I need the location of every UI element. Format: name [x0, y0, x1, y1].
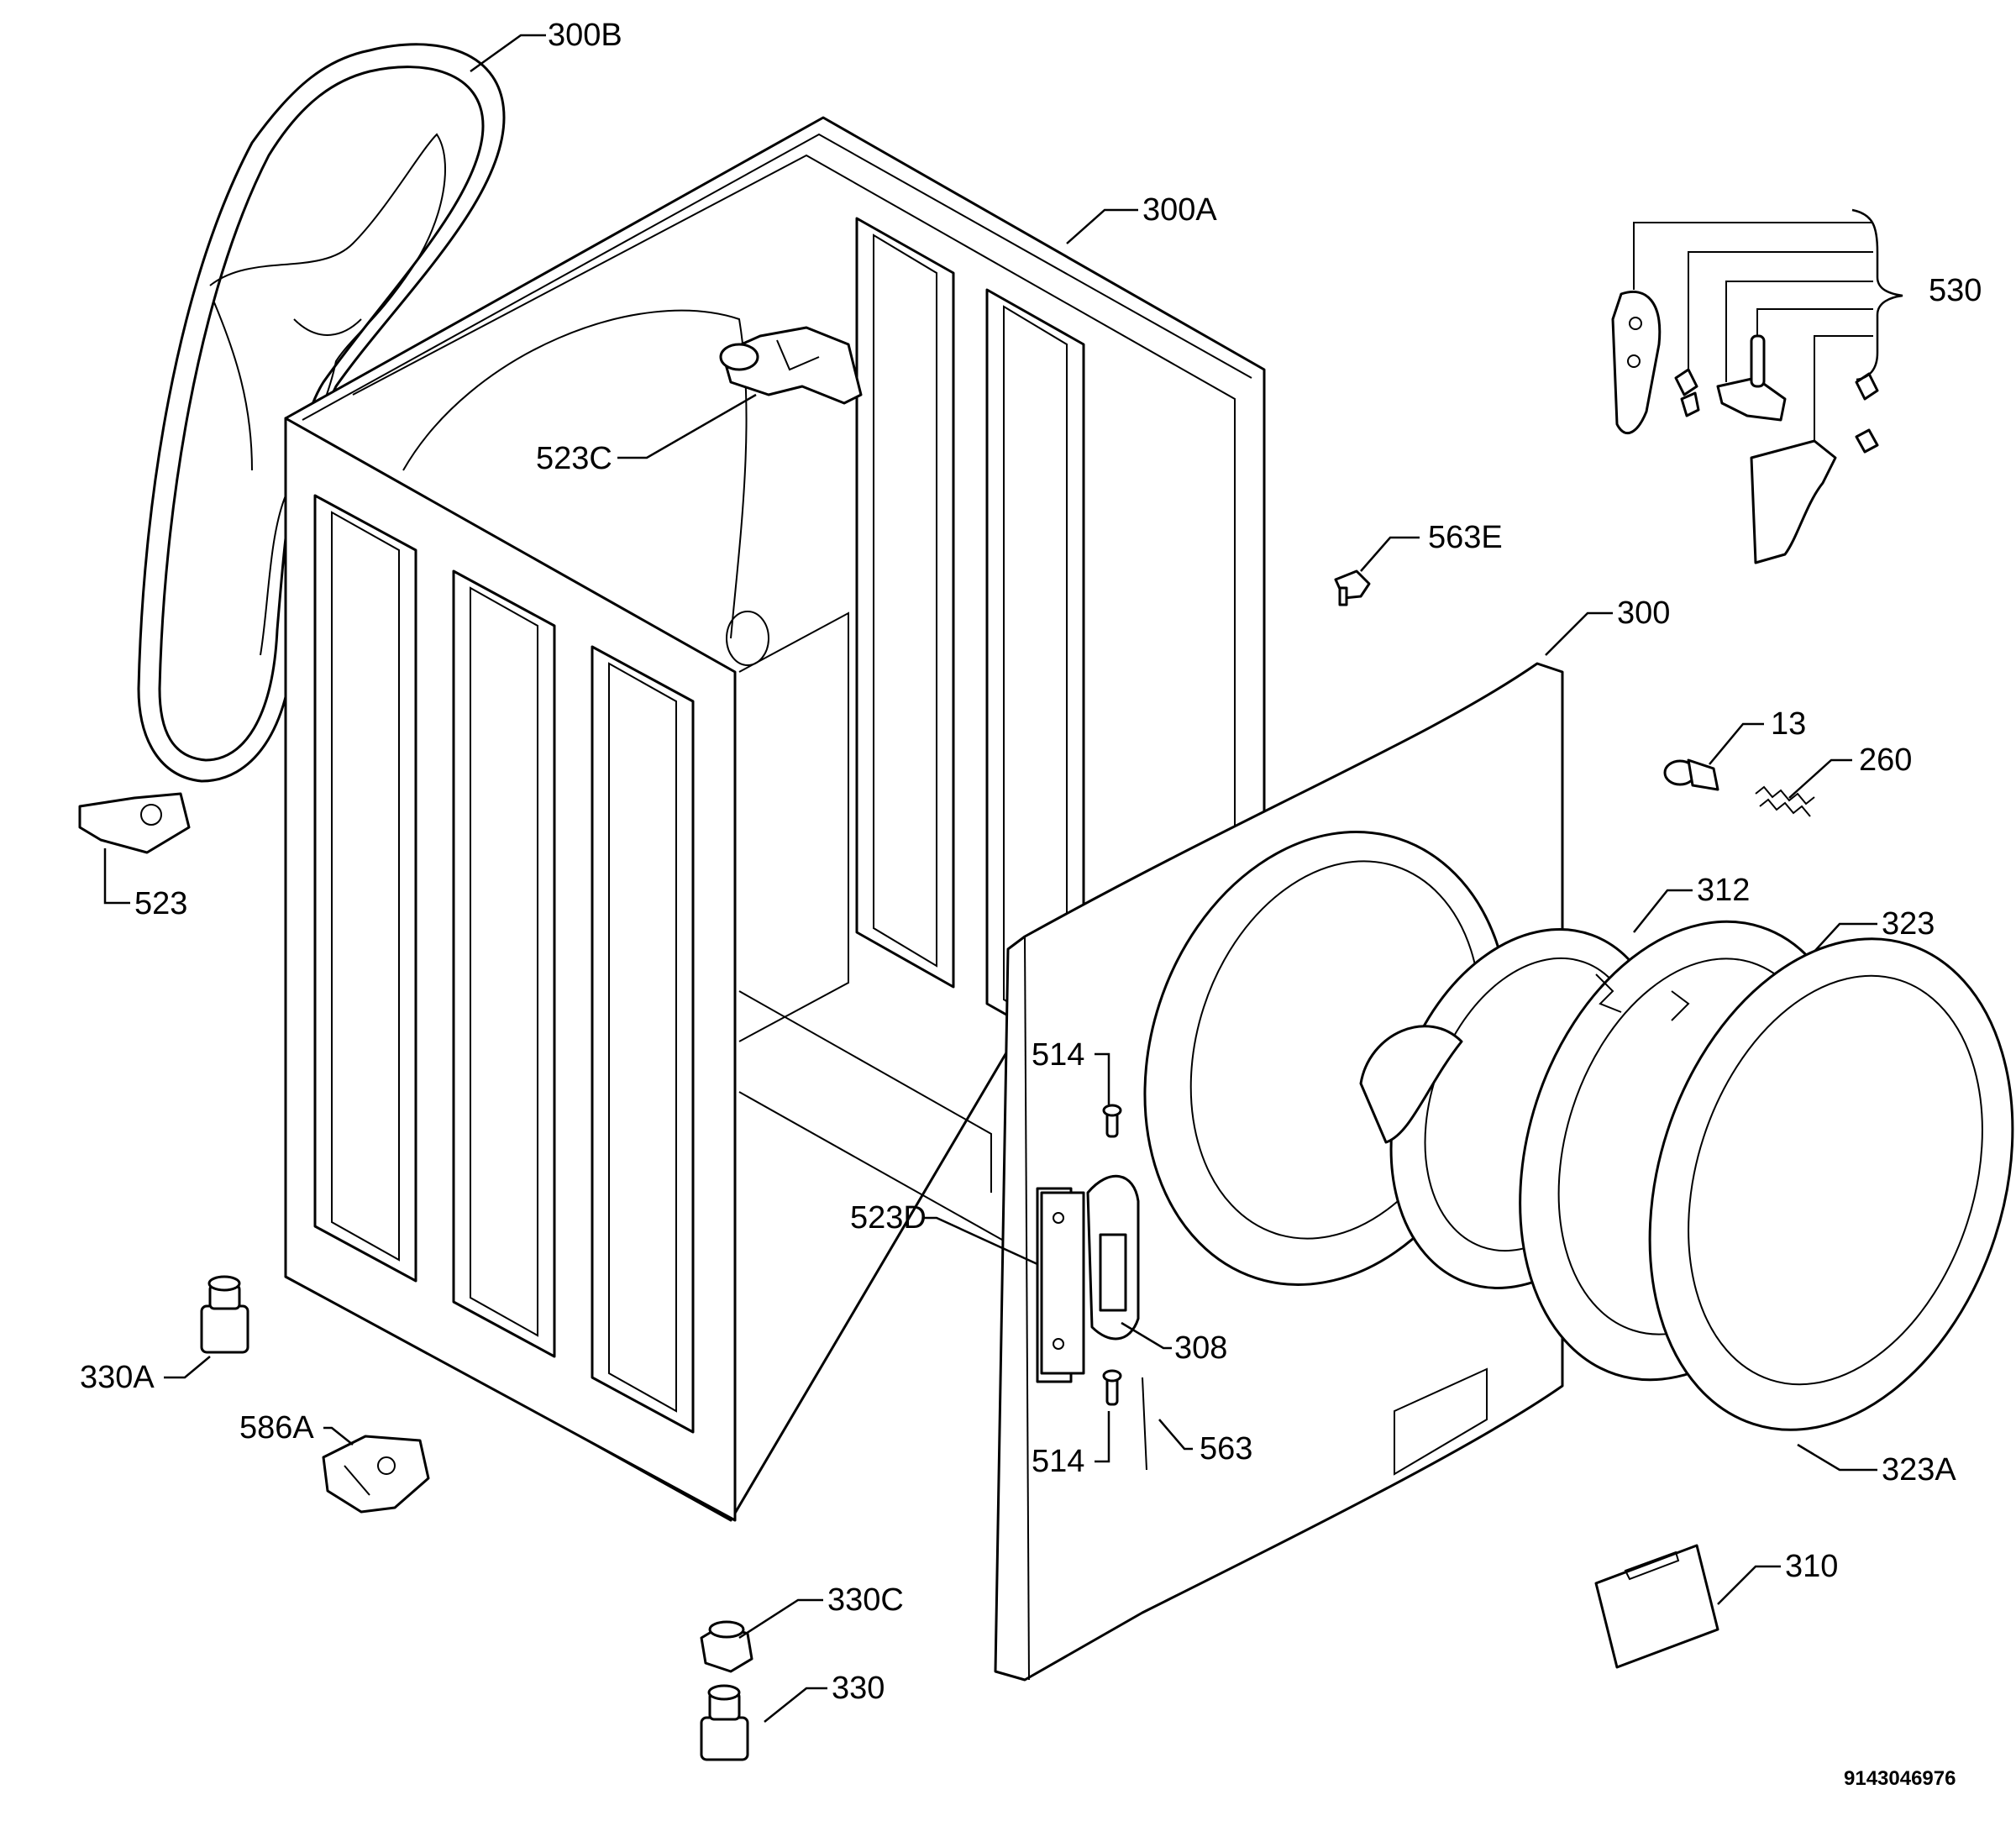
part-foot-330A[interactable]	[200, 1275, 249, 1354]
catalog-number: 9143046976	[1844, 1767, 1956, 1790]
part-nut-330C[interactable]	[700, 1620, 753, 1673]
callout-13: 13	[1771, 706, 1806, 742]
leader-300	[1545, 611, 1613, 656]
callout-563: 563	[1200, 1431, 1252, 1467]
leader-523C	[617, 393, 757, 459]
leader-523D	[924, 1216, 1038, 1266]
callout-514-lower: 514	[1032, 1444, 1084, 1479]
part-flap-310[interactable]	[1594, 1544, 1719, 1669]
leader-300A	[1066, 208, 1138, 244]
callout-330C: 330C	[827, 1582, 904, 1618]
leader-563	[1158, 1419, 1193, 1451]
callout-323: 323	[1882, 906, 1935, 942]
leader-260	[1788, 758, 1852, 799]
callout-300B: 300B	[548, 18, 622, 53]
part-hinge-308[interactable]	[1086, 1174, 1140, 1341]
leader-523	[103, 848, 130, 905]
leader-586A	[323, 1426, 354, 1446]
callout-530: 530	[1929, 273, 1982, 308]
callout-312: 312	[1697, 873, 1750, 908]
callout-586A: 586A	[239, 1410, 314, 1446]
leader-330C	[738, 1598, 823, 1640]
callout-330: 330	[832, 1671, 885, 1706]
part-bracket-586A[interactable]	[322, 1435, 430, 1514]
leader-310	[1717, 1565, 1781, 1605]
part-foot-330[interactable]	[700, 1684, 749, 1761]
leader-13	[1709, 722, 1764, 765]
callout-310: 310	[1785, 1549, 1838, 1584]
callout-300: 300	[1617, 596, 1670, 631]
part-hinge-assembly-530[interactable]	[1611, 208, 1903, 564]
part-rod-563[interactable]	[1142, 1377, 1147, 1471]
callout-308: 308	[1174, 1330, 1227, 1366]
part-hinge-plate-523D[interactable]	[1040, 1191, 1085, 1375]
leader-330	[764, 1687, 827, 1723]
callout-523: 523	[134, 886, 187, 921]
callout-300A: 300A	[1142, 192, 1217, 228]
part-pin-514-upper[interactable]	[1102, 1104, 1122, 1138]
leader-312	[1633, 889, 1693, 933]
leader-330A	[164, 1356, 211, 1379]
leader-514-upper	[1095, 1052, 1110, 1105]
part-cabinet-300A[interactable]	[284, 116, 1266, 1522]
leader-308	[1121, 1321, 1172, 1350]
callout-330A: 330A	[80, 1360, 155, 1395]
callout-514-upper: 514	[1032, 1037, 1084, 1073]
leader-323A	[1797, 1443, 1877, 1472]
part-bushing-13[interactable]	[1663, 758, 1719, 791]
leader-514-lower	[1095, 1411, 1110, 1463]
callout-260: 260	[1859, 742, 1912, 778]
leader-300B	[470, 34, 546, 73]
callout-523C: 523C	[536, 441, 612, 476]
part-outer-door-323A[interactable]	[1589, 891, 2016, 1477]
part-switch-563E[interactable]	[1334, 569, 1371, 606]
callout-523D: 523D	[850, 1200, 927, 1236]
part-bracket-523C[interactable]	[719, 326, 863, 405]
part-bracket-523[interactable]	[78, 792, 191, 854]
callout-563E: 563E	[1428, 520, 1503, 555]
part-pin-514-lower[interactable]	[1102, 1369, 1122, 1406]
leader-563E	[1360, 536, 1420, 572]
part-spring-260[interactable]	[1755, 785, 1815, 817]
callout-323A: 323A	[1882, 1452, 1956, 1488]
